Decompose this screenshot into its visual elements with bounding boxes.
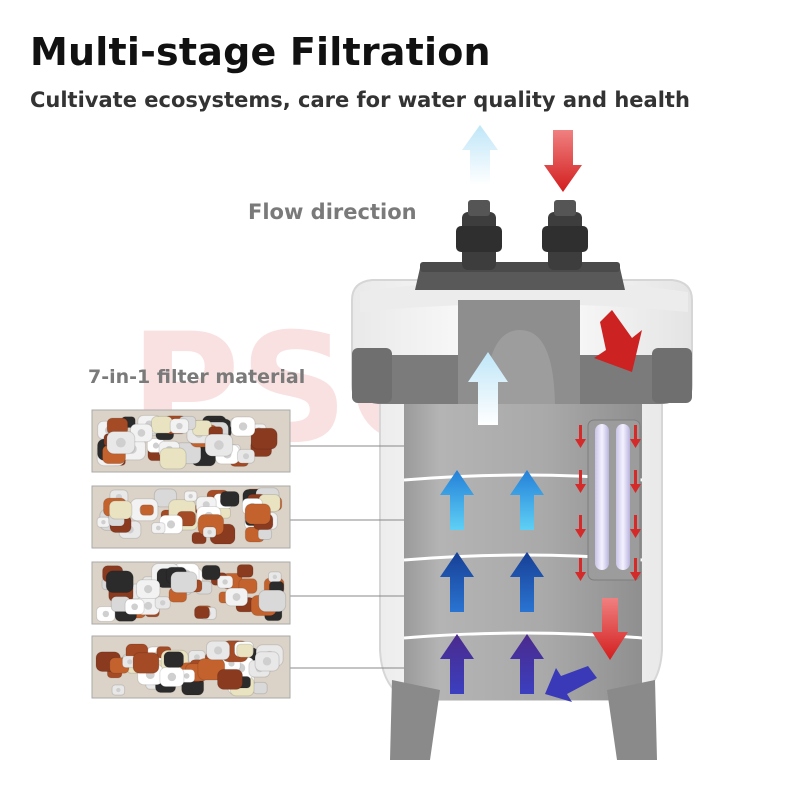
media-piece-hole — [155, 525, 161, 531]
media-piece-hole — [228, 660, 235, 667]
media-piece-hole — [232, 593, 241, 601]
flow-direction-label: Flow direction — [248, 200, 417, 224]
media-panel-border — [91, 635, 291, 699]
media-piece — [139, 504, 154, 516]
media-panel-border — [91, 561, 291, 625]
outflow-arrow-icon — [462, 125, 498, 185]
media-piece — [163, 651, 184, 668]
stage-bottom-left-arrow-icon — [440, 634, 474, 694]
filter-material-label: 7-in-1 filter material — [88, 366, 306, 388]
media-piece-hole — [166, 520, 176, 529]
media-piece-hole — [207, 529, 212, 535]
media-piece — [150, 415, 173, 434]
media-piece — [105, 570, 134, 594]
media-panel-4 — [92, 636, 290, 698]
media-piece-hole — [167, 672, 177, 682]
media-piece-hole — [262, 657, 272, 666]
media-piece — [236, 564, 254, 578]
stage-mid-right-arrow-icon — [510, 552, 544, 612]
media-piece-hole — [183, 673, 190, 679]
media-piece-hole — [144, 601, 153, 610]
media-piece — [258, 589, 287, 613]
stage-top-right-arrow-icon — [510, 470, 544, 530]
media-piece-hole — [214, 440, 224, 450]
stage-arrows — [440, 470, 544, 694]
inlet-valve — [542, 200, 588, 270]
media-piece — [159, 447, 187, 470]
leader-lines — [290, 445, 404, 669]
media-piece-hole — [188, 493, 193, 499]
media-panel-2 — [92, 486, 290, 548]
media-piece-hole — [238, 422, 248, 431]
media-piece — [219, 491, 240, 507]
canister — [351, 200, 693, 760]
media-piece — [244, 503, 271, 525]
media-piece — [132, 652, 160, 674]
media-piece — [257, 528, 273, 541]
filter-media-panels — [91, 409, 291, 699]
return-arrow-icon — [468, 352, 508, 425]
media-piece-hole — [160, 600, 166, 606]
media-panel-3 — [92, 562, 290, 624]
stage-mid-left-arrow-icon — [440, 552, 474, 612]
media-panel-border — [91, 485, 291, 549]
media-piece-hole — [194, 654, 200, 661]
media-piece-hole — [243, 453, 250, 460]
outlet-valve — [456, 200, 502, 270]
media-piece — [191, 531, 207, 545]
media-piece-hole — [152, 442, 159, 449]
media-piece-hole — [176, 422, 183, 430]
intake-arrow-icon — [594, 310, 642, 372]
media-piece-hole — [115, 437, 126, 448]
media-piece — [170, 571, 198, 594]
media-piece-hole — [101, 520, 106, 525]
diagonal-arrow-icon — [545, 666, 597, 702]
media-piece-hole — [214, 646, 223, 655]
media-piece — [201, 564, 221, 581]
stage-top-left-arrow-icon — [440, 470, 474, 530]
media-piece — [252, 681, 268, 695]
media-piece-hole — [144, 584, 153, 594]
media-piece — [108, 500, 133, 520]
inflow-arrow-icon — [544, 130, 582, 192]
media-piece-hole — [222, 579, 228, 585]
downflow-arrows — [575, 425, 641, 581]
page-title: Multi-stage Filtration — [30, 30, 491, 74]
uv-lamp — [587, 419, 641, 581]
media-piece-hole — [116, 687, 121, 693]
media-piece-hole — [131, 603, 138, 611]
page-subtitle: Cultivate ecosystems, care for water qua… — [30, 88, 690, 112]
media-piece — [236, 643, 254, 658]
media-panel-border — [91, 409, 291, 473]
media-piece-hole — [102, 610, 110, 618]
media-panel-1 — [92, 410, 290, 472]
media-piece-hole — [272, 574, 278, 580]
media-piece-hole — [127, 659, 133, 665]
media-piece — [250, 427, 278, 450]
stage-bottom-right-arrow-icon — [510, 634, 544, 694]
media-piece-hole — [137, 429, 146, 437]
media-piece — [194, 606, 210, 620]
down-arrow-icon — [592, 598, 628, 660]
media-piece — [217, 668, 243, 690]
